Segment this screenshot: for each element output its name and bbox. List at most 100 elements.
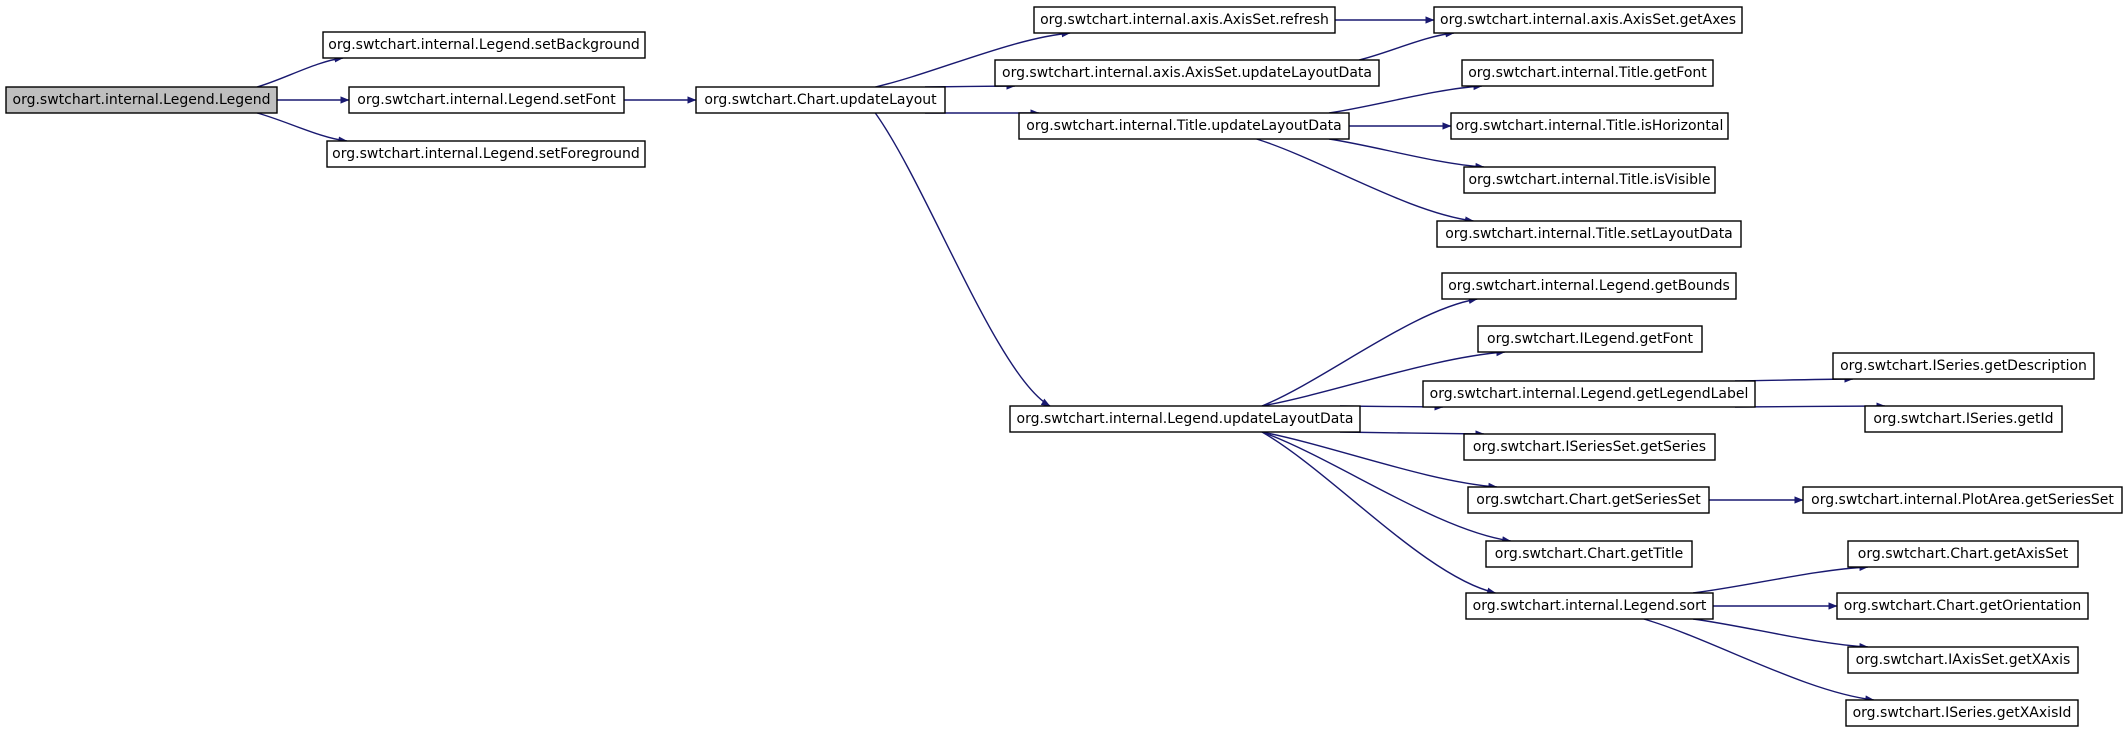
- edge-legend-sort-to-chart-get-axis-set: [1692, 563, 1869, 594]
- graph-node-iaxisset-get-xaxis[interactable]: org.swtchart.IAxisSet.getXAxis: [1847, 646, 2079, 674]
- node-box[interactable]: [1864, 405, 2063, 433]
- graph-node-title-get-font[interactable]: org.swtchart.internal.Title.getFont: [1461, 59, 1714, 87]
- node-box[interactable]: [1832, 352, 2095, 380]
- graph-node-legend-update-layout-data[interactable]: org.swtchart.internal.Legend.updateLayou…: [1009, 405, 1361, 433]
- edge-chart-update-layout-to-legend-update-layout-data: [874, 112, 1051, 407]
- edge-legend-update-layout-data-to-legend-sort: [1261, 431, 1497, 595]
- node-box[interactable]: [1463, 166, 1716, 194]
- node-box[interactable]: [1847, 540, 2079, 568]
- graph-node-set-foreground[interactable]: org.swtchart.internal.Legend.setForegrou…: [326, 140, 646, 168]
- graph-node-plotarea-get-series-set[interactable]: org.swtchart.internal.PlotArea.getSeries…: [1802, 486, 2123, 514]
- edge-legend-sort-to-iaxisset-get-xaxis: [1692, 618, 1869, 651]
- graph-node-title-is-visible[interactable]: org.swtchart.internal.Title.isVisible: [1463, 166, 1716, 194]
- node-label: org.swtchart.internal.Legend.setBackgrou…: [328, 37, 639, 53]
- graph-node-legend-get-bounds[interactable]: org.swtchart.internal.Legend.getBounds: [1441, 272, 1737, 300]
- node-label: org.swtchart.internal.Title.isVisible: [1468, 172, 1710, 188]
- graph-node-ilegend-get-font[interactable]: org.swtchart.ILegend.getFont: [1477, 325, 1703, 353]
- node-label: org.swtchart.internal.Legend.Legend: [13, 92, 271, 108]
- graph-node-axisset-refresh[interactable]: org.swtchart.internal.axis.AxisSet.refre…: [1033, 6, 1336, 34]
- node-label: org.swtchart.internal.Legend.updateLayou…: [1017, 411, 1354, 427]
- edge-legend-sort-to-iseries-get-xaxis-id: [1643, 618, 1875, 703]
- node-box[interactable]: [994, 59, 1380, 87]
- edge-legend-update-layout-data-to-chart-get-series-set: [1261, 431, 1498, 490]
- node-label: org.swtchart.Chart.getAxisSet: [1858, 546, 2069, 562]
- graph-node-set-font[interactable]: org.swtchart.internal.Legend.setFont: [348, 86, 625, 114]
- node-box[interactable]: [1018, 112, 1350, 140]
- node-box[interactable]: [348, 86, 625, 114]
- node-label: org.swtchart.internal.Legend.getLegendLa…: [1430, 386, 1749, 402]
- node-label: org.swtchart.internal.Title.updateLayout…: [1026, 118, 1341, 134]
- node-box[interactable]: [1441, 272, 1737, 300]
- graph-node-chart-update-layout[interactable]: org.swtchart.Chart.updateLayout: [695, 86, 946, 114]
- edge-legend-ctor-to-set-background: [256, 55, 344, 88]
- node-box[interactable]: [1463, 433, 1716, 461]
- graph-node-iseriesset-get-series[interactable]: org.swtchart.ISeriesSet.getSeries: [1463, 433, 1716, 461]
- node-box[interactable]: [1836, 592, 2089, 620]
- graph-node-iseries-get-description[interactable]: org.swtchart.ISeries.getDescription: [1832, 352, 2095, 380]
- node-label: org.swtchart.ISeries.getXAxisId: [1853, 705, 2072, 721]
- node-label: org.swtchart.Chart.updateLayout: [704, 92, 937, 108]
- node-label: org.swtchart.internal.axis.AxisSet.updat…: [1002, 65, 1372, 81]
- graph-node-legend-sort[interactable]: org.swtchart.internal.Legend.sort: [1465, 592, 1714, 620]
- node-label: org.swtchart.internal.Legend.setFont: [357, 92, 616, 108]
- node-box[interactable]: [1461, 59, 1714, 87]
- edge-legend-update-layout-data-to-chart-get-title: [1261, 431, 1512, 544]
- node-label: org.swtchart.internal.PlotArea.getSeries…: [1811, 492, 2114, 508]
- node-box[interactable]: [5, 86, 278, 114]
- node-box[interactable]: [1422, 380, 1756, 408]
- node-box[interactable]: [1485, 540, 1693, 568]
- node-box[interactable]: [1847, 646, 2079, 674]
- node-box[interactable]: [1009, 405, 1361, 433]
- graph-node-axisset-get-axes[interactable]: org.swtchart.internal.axis.AxisSet.getAx…: [1433, 6, 1743, 34]
- graph-node-chart-get-series-set[interactable]: org.swtchart.Chart.getSeriesSet: [1467, 486, 1710, 514]
- node-box[interactable]: [1433, 6, 1743, 34]
- edge-chart-update-layout-to-axisset-refresh: [875, 30, 1071, 88]
- graph-node-chart-get-title[interactable]: org.swtchart.Chart.getTitle: [1485, 540, 1693, 568]
- graph-node-legend-ctor[interactable]: org.swtchart.internal.Legend.Legend: [5, 86, 278, 114]
- graph-node-axisset-update-layout-data[interactable]: org.swtchart.internal.axis.AxisSet.updat…: [994, 59, 1380, 87]
- node-label: org.swtchart.Chart.getOrientation: [1844, 598, 2081, 614]
- nodes: org.swtchart.internal.Legend.Legend org.s…: [5, 6, 2123, 727]
- node-label: org.swtchart.IAxisSet.getXAxis: [1856, 652, 2071, 668]
- edge-legend-get-legend-label-to-iseries-get-id: [1734, 402, 1886, 410]
- graph-node-title-is-horizontal[interactable]: org.swtchart.internal.Title.isHorizontal: [1450, 112, 1729, 140]
- node-box[interactable]: [1465, 592, 1714, 620]
- graph-node-legend-get-legend-label[interactable]: org.swtchart.internal.Legend.getLegendLa…: [1422, 380, 1756, 408]
- node-box[interactable]: [1802, 486, 2123, 514]
- node-label: org.swtchart.internal.Title.isHorizontal: [1456, 118, 1724, 134]
- node-box[interactable]: [1467, 486, 1710, 514]
- node-box[interactable]: [1845, 699, 2079, 727]
- graph-node-title-update-layout-data[interactable]: org.swtchart.internal.Title.updateLayout…: [1018, 112, 1350, 140]
- node-box[interactable]: [326, 140, 646, 168]
- node-label: org.swtchart.ILegend.getFont: [1487, 331, 1693, 347]
- node-box[interactable]: [322, 31, 646, 59]
- node-label: org.swtchart.ISeriesSet.getSeries: [1473, 439, 1706, 455]
- node-label: org.swtchart.Chart.getSeriesSet: [1476, 492, 1701, 508]
- node-box[interactable]: [1033, 6, 1336, 34]
- graph-node-chart-get-orientation[interactable]: org.swtchart.Chart.getOrientation: [1836, 592, 2089, 620]
- node-label: org.swtchart.internal.Title.setLayoutDat…: [1445, 226, 1733, 242]
- node-label: org.swtchart.ISeries.getDescription: [1840, 358, 2087, 374]
- node-box[interactable]: [695, 86, 946, 114]
- node-box[interactable]: [1450, 112, 1729, 140]
- edge-title-update-layout-data-to-title-is-visible: [1328, 138, 1485, 171]
- node-box[interactable]: [1436, 220, 1742, 248]
- graph-node-set-background[interactable]: org.swtchart.internal.Legend.setBackgrou…: [322, 31, 646, 59]
- node-label: org.swtchart.internal.axis.AxisSet.getAx…: [1440, 12, 1736, 28]
- graph-node-chart-get-axis-set[interactable]: org.swtchart.Chart.getAxisSet: [1847, 540, 2079, 568]
- edge-legend-update-layout-data-to-ilegend-get-font: [1261, 349, 1506, 407]
- node-label: org.swtchart.internal.axis.AxisSet.refre…: [1040, 12, 1329, 28]
- node-label: org.swtchart.internal.Legend.setForegrou…: [332, 146, 640, 162]
- node-label: org.swtchart.ISeries.getId: [1873, 411, 2053, 427]
- graph-node-iseries-get-id[interactable]: org.swtchart.ISeries.getId: [1864, 405, 2063, 433]
- graph-node-title-set-layout-data[interactable]: org.swtchart.internal.Title.setLayoutDat…: [1436, 220, 1742, 248]
- node-box[interactable]: [1477, 325, 1703, 353]
- node-label: org.swtchart.internal.Legend.sort: [1473, 598, 1707, 614]
- node-label: org.swtchart.internal.Title.getFont: [1468, 65, 1707, 81]
- graph-node-iseries-get-xaxis-id[interactable]: org.swtchart.ISeries.getXAxisId: [1845, 699, 2079, 727]
- edge-legend-ctor-to-set-foreground: [256, 112, 348, 144]
- node-label: org.swtchart.internal.Legend.getBounds: [1448, 278, 1730, 294]
- edge-title-update-layout-data-to-title-get-font: [1328, 82, 1483, 114]
- edge-title-update-layout-data-to-title-set-layout-data: [1256, 138, 1474, 224]
